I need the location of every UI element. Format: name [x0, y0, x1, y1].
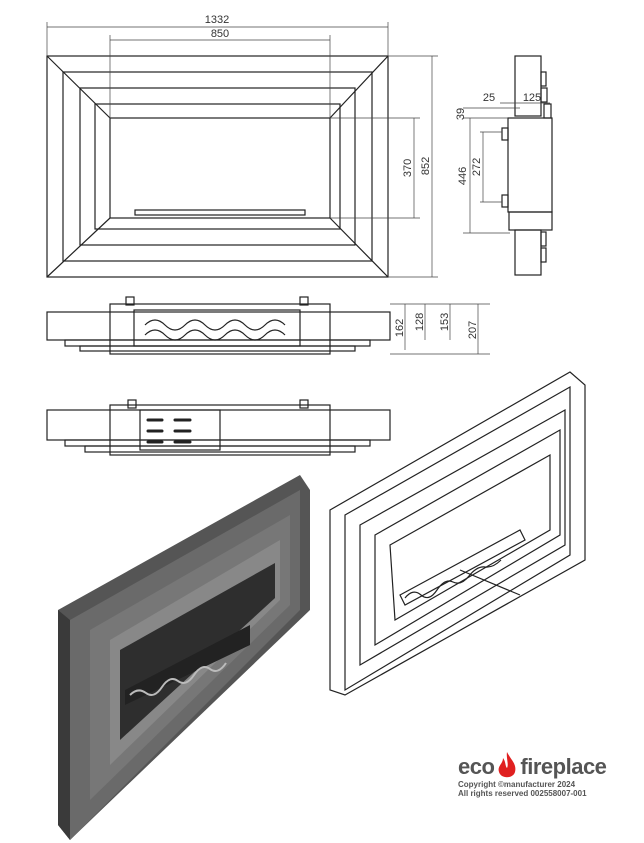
rendered-3d-view	[58, 475, 310, 840]
dim-side-top-offset: 39	[455, 108, 467, 120]
dim-top-162: 162	[394, 319, 406, 337]
dim-top-207: 207	[467, 321, 479, 339]
dim-side-depth: 125	[523, 92, 541, 104]
logo-fireplace-text: fireplace	[520, 754, 607, 779]
side-view: 39 25 125 446 272	[455, 55, 553, 276]
dim-overall-width: 1332	[205, 14, 229, 26]
top-view: 162 128 153 207	[46, 296, 490, 355]
dim-side-box-height: 446	[457, 167, 469, 185]
rights-text: All rights reserved 002558007-001	[458, 789, 587, 798]
dim-side-bracket-spacing: 272	[471, 158, 483, 176]
flame-icon	[499, 752, 516, 778]
dim-opening-height: 370	[402, 159, 414, 177]
dim-side-bracket-offset: 25	[483, 92, 495, 104]
dim-opening-width: 850	[211, 28, 229, 40]
dim-top-128: 128	[414, 313, 426, 331]
logo-eco-text: eco	[458, 754, 495, 779]
dim-top-153: 153	[439, 313, 451, 331]
copyright-text: Copyright ©manufacturer 2024	[458, 780, 576, 789]
bottom-view	[46, 399, 391, 456]
dim-overall-height: 852	[420, 157, 432, 175]
line-3d-view	[329, 371, 586, 696]
front-view: 1332 850 370 852	[46, 14, 438, 278]
eco-fireplace-logo: eco fireplace Copyright ©manufacturer 20…	[458, 752, 638, 798]
